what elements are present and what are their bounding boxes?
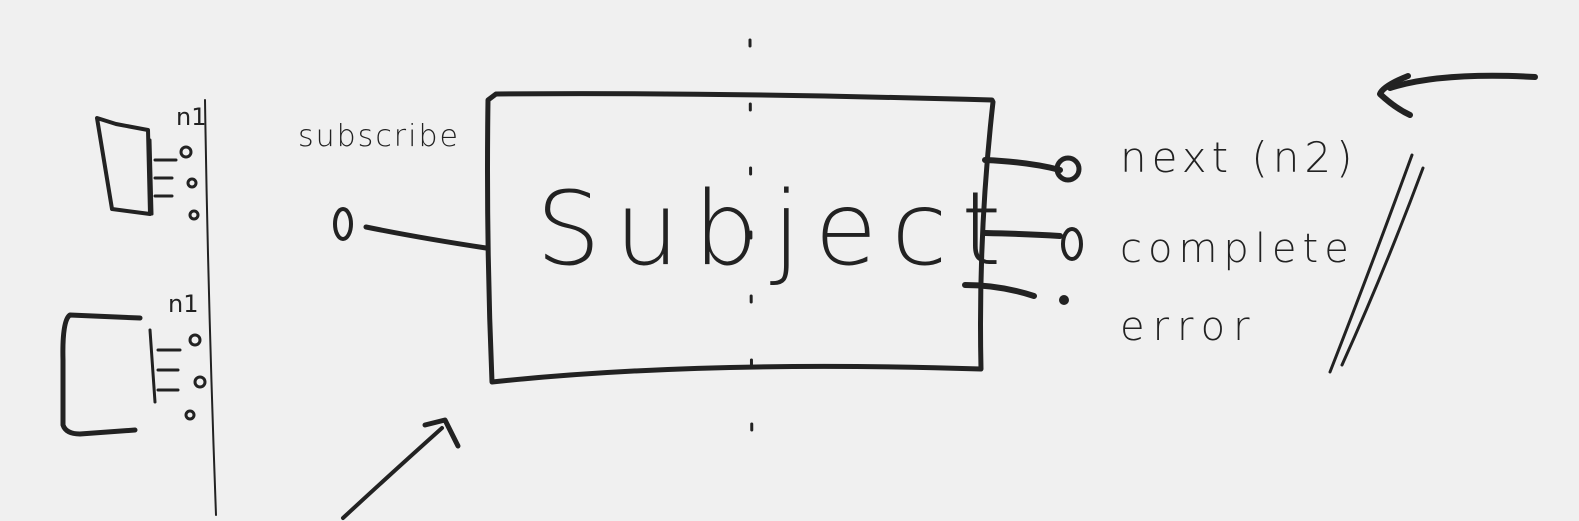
double-slash-mark (1328, 153, 1425, 374)
top-right-arrow (1377, 72, 1538, 118)
next-label: next (n2) (1120, 133, 1358, 182)
error-port-dot (1059, 295, 1069, 305)
subscribe-input-port (333, 207, 353, 241)
left-timeline (204, 99, 217, 516)
error-label: error (1120, 304, 1258, 350)
subscribe-label: subscribe (298, 119, 460, 154)
subject-box (485, 91, 996, 385)
observer-tag-top: n1 (176, 103, 206, 131)
observer-sketch-bottom: n1 (60, 290, 207, 437)
observer-sketch-top: n1 (95, 103, 206, 221)
output-port-next (982, 155, 1082, 183)
arrow-to-subject (341, 417, 461, 520)
complete-label: complete (1120, 226, 1355, 272)
output-port-error (962, 282, 1069, 305)
subscribe-input-line (363, 224, 489, 251)
subject-title: Subject (536, 170, 1015, 289)
output-port-complete (982, 227, 1083, 261)
observer-tag-bottom: n1 (168, 290, 198, 318)
